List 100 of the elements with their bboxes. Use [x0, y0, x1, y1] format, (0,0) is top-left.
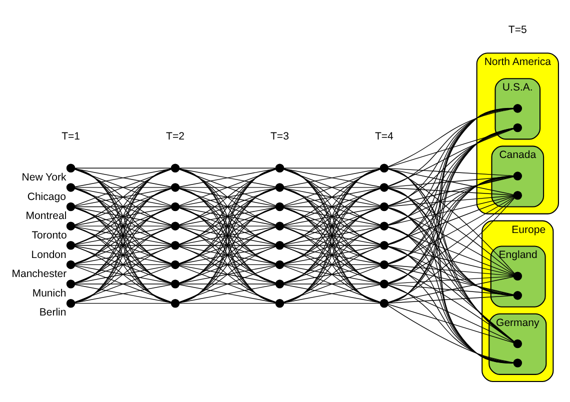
connector	[74, 168, 172, 244]
connector	[178, 244, 276, 246]
connector	[388, 128, 514, 226]
cluster: Canada	[491, 145, 544, 207]
connector	[74, 226, 172, 264]
connector	[283, 186, 381, 188]
connector	[283, 206, 381, 283]
connector	[74, 283, 172, 284]
node-circle	[513, 190, 522, 200]
connector	[74, 246, 172, 283]
connector	[388, 195, 514, 226]
connector	[388, 284, 514, 363]
node-circle	[380, 240, 389, 250]
connector	[388, 264, 514, 363]
node-circle	[170, 221, 180, 230]
node-circle	[66, 298, 76, 308]
connector	[178, 302, 276, 304]
connector	[283, 302, 381, 304]
node-label: Manchester	[12, 268, 67, 280]
connector	[388, 294, 514, 303]
connector	[388, 108, 514, 186]
node-circle	[66, 240, 76, 250]
connector	[178, 186, 276, 188]
connector	[283, 264, 381, 265]
connector	[283, 226, 381, 245]
connector	[178, 226, 276, 302]
label: T=3	[270, 130, 289, 142]
connector	[178, 168, 276, 187]
connector	[388, 186, 514, 196]
connector	[283, 188, 381, 244]
connector	[74, 264, 172, 265]
connector	[388, 194, 514, 206]
label: T=2	[166, 130, 184, 142]
connector	[283, 168, 380, 206]
connector	[74, 226, 172, 302]
connector	[388, 175, 514, 284]
node-circle	[66, 221, 76, 230]
connector	[178, 188, 276, 264]
connector	[283, 244, 381, 246]
connector	[388, 246, 514, 342]
connector	[283, 283, 381, 284]
connector	[74, 186, 172, 188]
connector	[283, 206, 380, 302]
connector	[388, 176, 514, 244]
connector	[178, 226, 276, 264]
connector	[388, 187, 514, 296]
connector	[74, 264, 172, 284]
connector	[178, 206, 276, 226]
connector	[178, 226, 276, 283]
connector	[178, 167, 276, 168]
node-circle	[380, 260, 389, 269]
node-circle	[275, 221, 284, 230]
connector	[283, 207, 380, 244]
connector	[388, 284, 514, 342]
connector	[283, 226, 380, 264]
connector	[74, 168, 172, 225]
connector	[74, 284, 172, 303]
node-circle	[170, 163, 180, 172]
connector	[283, 284, 381, 303]
connector	[388, 276, 514, 303]
cluster: England	[490, 245, 546, 307]
node-circle	[275, 163, 284, 172]
connector	[178, 264, 276, 284]
connector	[74, 207, 172, 244]
connector	[283, 225, 381, 226]
node-circle	[275, 182, 284, 192]
connector	[388, 303, 514, 343]
connector	[74, 188, 172, 244]
connector	[283, 206, 381, 207]
connector	[283, 168, 381, 303]
connector	[284, 168, 380, 284]
connector	[74, 244, 172, 246]
node-label: New York	[22, 171, 66, 184]
connector	[388, 246, 514, 295]
node-circle	[380, 221, 389, 230]
connector	[179, 187, 276, 284]
connector	[74, 226, 172, 245]
connector	[74, 246, 172, 302]
connector	[388, 196, 514, 244]
connector	[283, 226, 381, 302]
connector	[178, 168, 276, 206]
node-label: Toronto	[32, 228, 67, 241]
connector	[388, 264, 514, 295]
node-circle	[513, 122, 522, 132]
node-circle	[275, 279, 284, 288]
node-circle	[66, 182, 76, 192]
connector	[74, 168, 172, 187]
node-label: Montreal	[26, 210, 67, 222]
connector	[178, 206, 276, 283]
connector	[388, 188, 515, 274]
connector	[388, 168, 514, 195]
connector	[283, 168, 381, 225]
connector	[74, 168, 172, 206]
connector	[388, 167, 514, 176]
connector	[178, 187, 276, 206]
node-circle	[275, 240, 284, 250]
connector	[388, 168, 515, 274]
connector	[388, 206, 514, 296]
connector	[178, 246, 276, 283]
node-circle	[380, 163, 389, 172]
